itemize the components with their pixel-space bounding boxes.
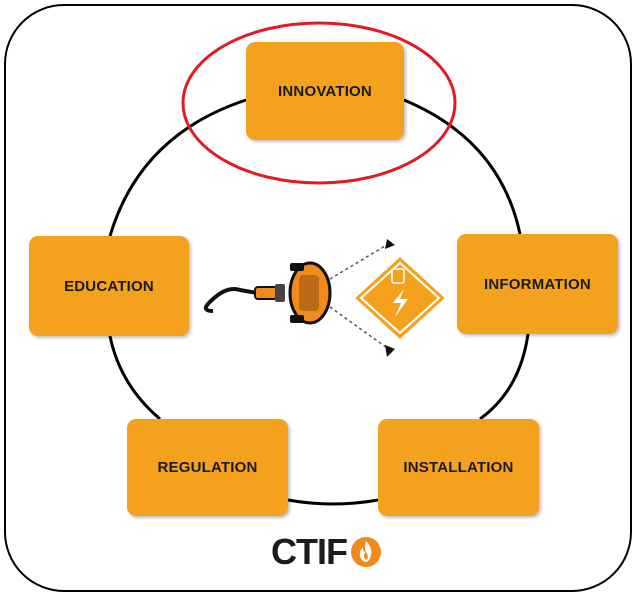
node-installation: INSTALLATION <box>378 419 539 516</box>
cycle-arc-innovation-information <box>403 98 522 235</box>
cycle-arc-education-innovation <box>108 98 247 237</box>
node-label: EDUCATION <box>64 277 154 295</box>
node-education: EDUCATION <box>29 236 189 336</box>
node-label: REGULATION <box>157 459 258 476</box>
charging-cable-connector-icon <box>203 239 450 357</box>
highlight-ring <box>181 21 457 185</box>
high-voltage-warning-icon <box>350 252 450 344</box>
node-label: INFORMATION <box>484 275 591 293</box>
cycle-arc-information-installation <box>479 333 530 421</box>
flame-icon <box>350 537 381 567</box>
node-label: INSTALLATION <box>403 459 514 476</box>
rounded-frame <box>4 4 632 592</box>
cycle-arc-installation-regulation <box>287 498 379 506</box>
node-innovation: INNOVATION <box>246 42 404 140</box>
logo-text: CTIF <box>271 531 348 572</box>
ctif-logo: CTIF <box>271 532 383 572</box>
node-regulation: REGULATION <box>127 419 288 516</box>
node-information: INFORMATION <box>457 234 618 334</box>
cycle-arc-regulation-education <box>108 335 161 421</box>
node-label: INNOVATION <box>278 82 372 100</box>
